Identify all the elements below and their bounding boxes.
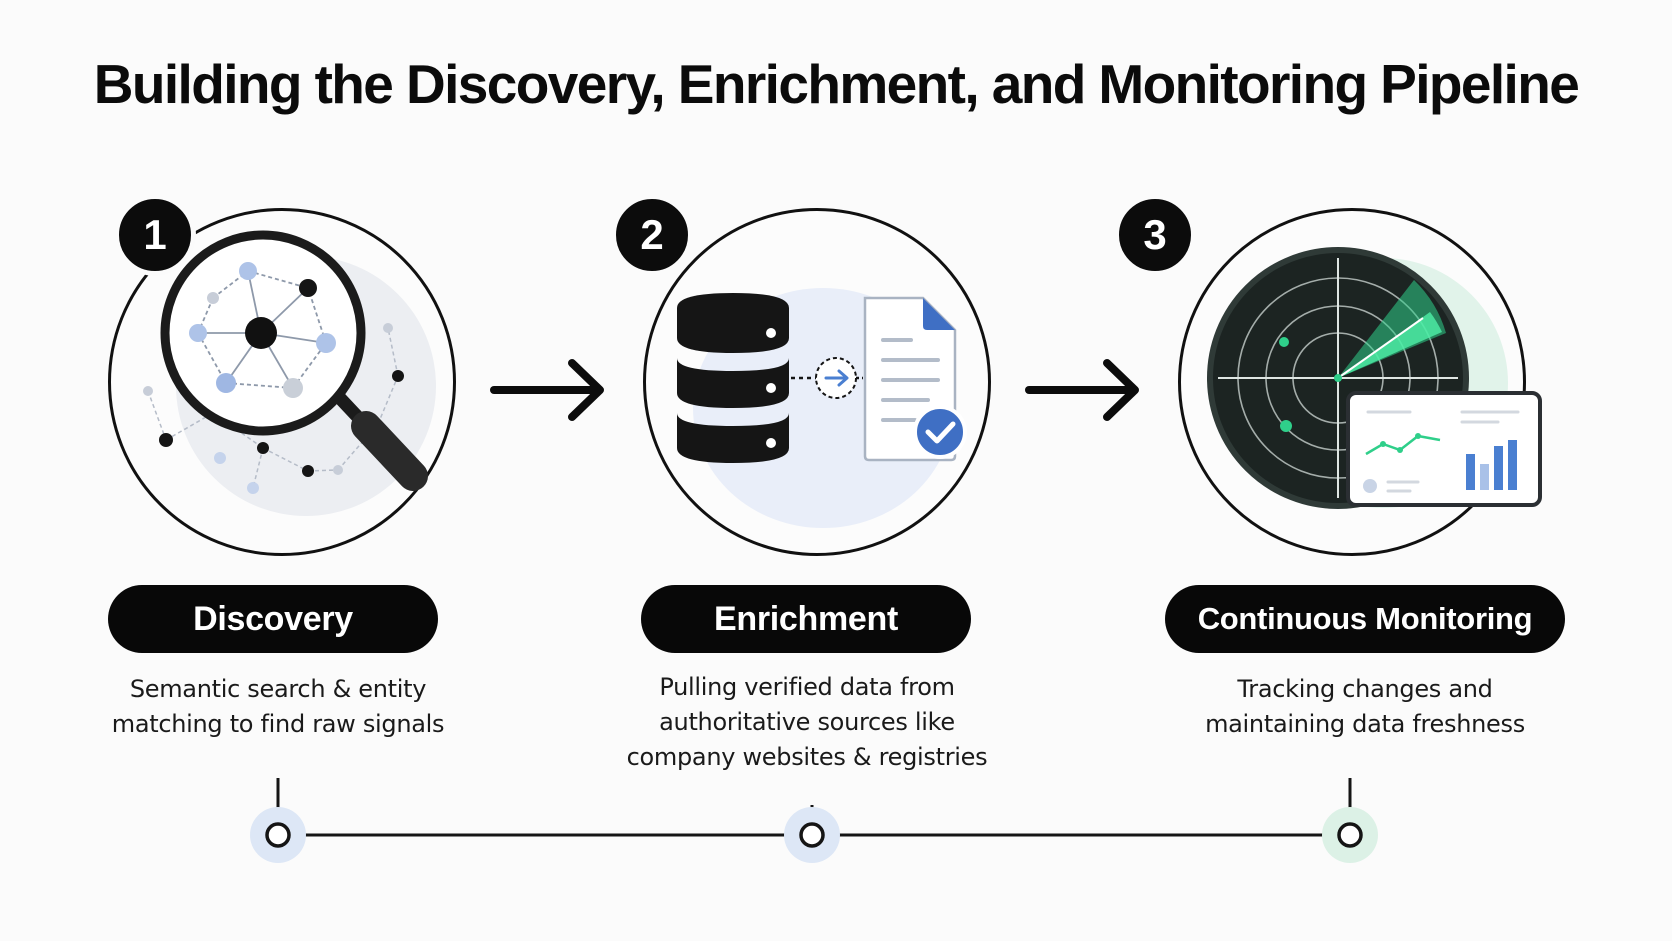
step-enrichment: 2 Enrichment Pulling verified data from … <box>585 0 1045 941</box>
page-title: Building the Discovery, Enrichment, and … <box>93 53 1580 115</box>
magnifying-glass-network-icon <box>143 230 436 516</box>
step-label-pill: Discovery <box>108 585 438 653</box>
radar-dashboard-icon <box>1207 247 1542 509</box>
description-line: company websites & registries <box>626 743 988 771</box>
arrow-right-icon <box>1025 359 1139 421</box>
description-line: Tracking changes and <box>1237 675 1493 703</box>
step-description: Tracking changes and maintaining data fr… <box>1135 672 1595 742</box>
description-line: matching to find raw signals <box>111 710 445 738</box>
step-number-badge: 1 <box>114 194 196 276</box>
timeline-node-monitoring <box>1322 807 1378 863</box>
step-continuous-monitoring: 3 Continuous Monitoring Tracking changes… <box>1114 0 1580 941</box>
step-number-badge: 2 <box>611 194 693 276</box>
description-line: Pulling verified data from <box>659 673 955 701</box>
step-number-badge: 3 <box>1114 194 1196 276</box>
step-label-pill: Continuous Monitoring <box>1165 585 1565 653</box>
timeline-node-discovery <box>250 807 306 863</box>
step-description: Pulling verified data from authoritative… <box>577 670 1037 775</box>
description-line: Semantic search & entity <box>129 675 427 703</box>
step-description: Semantic search & entity matching to fin… <box>48 672 508 742</box>
step-discovery: 1 Discovery Semantic search & entity mat… <box>50 0 510 941</box>
database-to-document-icon <box>677 288 967 528</box>
timeline <box>250 778 1378 863</box>
arrow-right-icon <box>490 359 604 421</box>
description-line: authoritative sources like <box>659 708 955 736</box>
description-line: maintaining data freshness <box>1205 710 1525 738</box>
timeline-node-enrichment <box>784 807 840 863</box>
step-label-pill: Enrichment <box>641 585 971 653</box>
